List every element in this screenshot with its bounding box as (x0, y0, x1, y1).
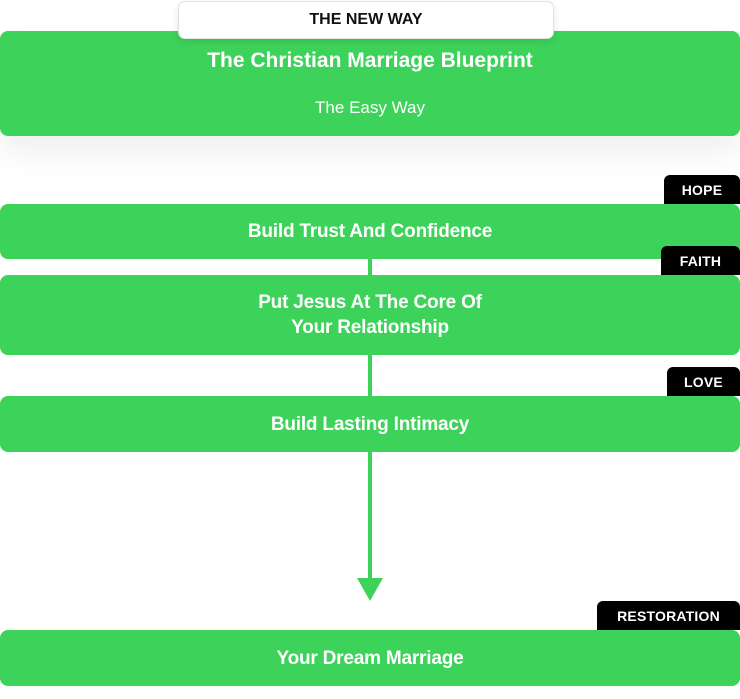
step-put-jesus-at-core: Put Jesus At The Core Of Your Relationsh… (0, 275, 740, 355)
connector-line-3 (368, 451, 372, 581)
step-build-trust: Build Trust And Confidence (0, 204, 740, 259)
step-label-line2: Your Relationship (291, 317, 449, 338)
down-arrow-icon (357, 578, 383, 601)
step-build-intimacy: Build Lasting Intimacy (0, 396, 740, 452)
step-label: Build Lasting Intimacy (270, 413, 470, 435)
step-label-line1: Put Jesus At The Core Of (258, 292, 482, 313)
connector-line-1 (368, 258, 372, 278)
connector-line-2 (368, 354, 372, 399)
new-way-tab: THE NEW WAY (178, 1, 554, 39)
step-dream-marriage: Your Dream Marriage (0, 630, 740, 686)
step-label: Your Dream Marriage (276, 647, 464, 669)
tag-love: LOVE (667, 367, 740, 396)
step-label: Build Trust And Confidence (247, 221, 493, 242)
tag-hope: HOPE (664, 175, 740, 204)
tag-faith: FAITH (661, 246, 740, 275)
tag-restoration: RESTORATION (597, 601, 740, 630)
header-block: The Christian Marriage Blueprint The Eas… (0, 31, 740, 136)
header-title: The Christian Marriage Blueprint (207, 49, 533, 72)
header-subtitle: The Easy Way (315, 98, 425, 117)
